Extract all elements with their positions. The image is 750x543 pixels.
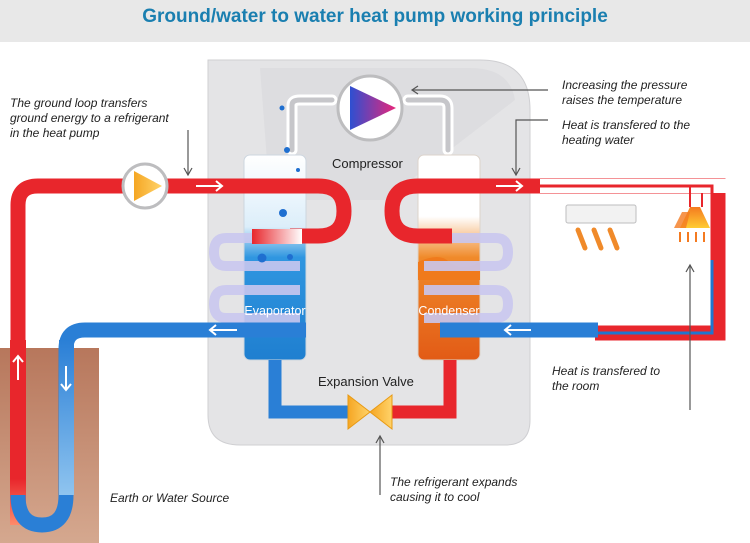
expansion-valve-label: Expansion Valve — [318, 374, 414, 389]
title-bar — [0, 0, 750, 42]
heating-supply-pipe — [384, 178, 726, 341]
radiator-fin-icon — [674, 212, 690, 228]
condenser-coil-2 — [424, 285, 514, 323]
ground-loop-return-pipe — [10, 322, 306, 533]
room-note: Heat is transfered to the room — [552, 364, 661, 393]
wall-heater-icon — [565, 204, 637, 224]
refrigerant-upper-loop-core — [289, 97, 451, 153]
ground-pump-triangle — [134, 171, 162, 201]
refrigerant-note: The refrigerant expands causing it to co… — [390, 475, 518, 504]
compressor-label: Compressor — [332, 156, 403, 171]
heat-rays-icon — [679, 232, 705, 242]
ground-loop-descend — [59, 340, 74, 495]
evaporator-label: Evaporator — [244, 304, 306, 318]
expansion-valve-right — [369, 393, 393, 431]
evaporator-coil-2 — [208, 285, 300, 323]
expansion-blue-pipe — [268, 360, 350, 419]
condenser-label: Condenser — [418, 304, 480, 318]
flow-arrows — [12, 180, 531, 392]
refrigerant-bubbles — [257, 105, 300, 263]
expansion-valve-left — [347, 393, 371, 431]
ground-loop-note: The ground loop transfers ground energy … — [10, 96, 169, 140]
heat-output-icon — [575, 227, 620, 251]
evaporator-coil-1 — [208, 233, 300, 271]
heating-thin-loop-return — [598, 260, 714, 335]
page-title: Ground/water to water heat pump working … — [142, 6, 608, 27]
earth-source-note: Earth or Water Source — [110, 491, 230, 505]
ground-loop-rise — [10, 340, 26, 525]
ground-loop-supply-pipe — [10, 178, 352, 525]
annotation-arrows — [183, 85, 695, 495]
expansion-red-pipe — [390, 360, 457, 419]
heating-water-note: Heat is transfered to the heating water — [562, 118, 691, 147]
evaporator-inlet — [252, 229, 302, 244]
pressure-note: Increasing the pressure raises the tempe… — [562, 78, 688, 107]
compressor-triangle — [350, 86, 396, 130]
condenser-coil-1 — [424, 233, 514, 271]
